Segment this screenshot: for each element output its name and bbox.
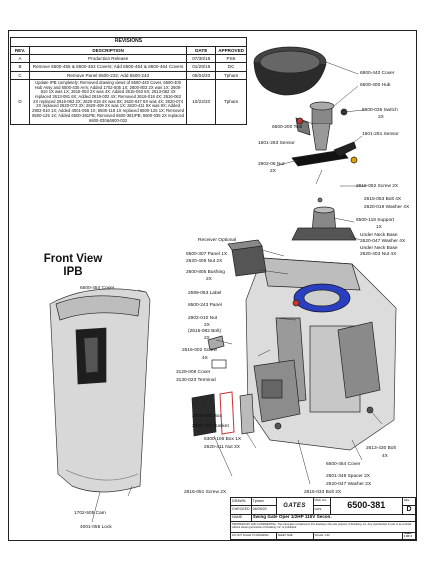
checked-label: CHECKED (230, 505, 252, 515)
part-label: 4X (202, 356, 208, 361)
part-label: 2620-019 Washer 4X (364, 205, 410, 210)
part-label: 1702-505 Cam (74, 511, 106, 516)
revisions-table: REVISIONS REV. DESCRIPTION DATE APPROVED… (10, 37, 247, 126)
part-label: 6600-035 Switch (362, 108, 398, 113)
receiver-part (227, 239, 267, 277)
part-label: Under Neck Base (360, 233, 398, 238)
sensor-bar-part (291, 141, 358, 167)
desc-cell: Remove Panel 6500-232; Add 6500-243 (28, 70, 188, 80)
part-label: 2616-002 Screw (182, 348, 217, 353)
revision-row: C Remove Panel 6500-232; Add 6500-243 05… (10, 70, 247, 80)
part-label: 2X (270, 169, 276, 174)
part-label: 2600-528 Box (192, 414, 222, 419)
revision-letter: D (402, 505, 416, 515)
part-label: 4001-055 Lock (80, 525, 112, 530)
title-block: DRAWN Tpham GATES DWG. NO. 6500-381 REV.… (230, 496, 417, 541)
part-label: 3130-023 Terminal (176, 378, 216, 383)
part-label: (2615-082 Bolt) (188, 329, 222, 334)
part-label: 2X (206, 277, 212, 282)
part-label: 2615-033 Bolt 2X (304, 490, 342, 495)
part-label: 2616-051 Screw 2X (184, 490, 227, 495)
part-label: 1601-263 Sensor (258, 141, 295, 146)
approved-cell: Tpham (215, 70, 247, 80)
approved-cell: Tpham (215, 78, 247, 126)
part-label: 1X (376, 225, 382, 230)
revision-row: D Update IPB completely: Removed drawing… (10, 78, 247, 126)
part-label: 6500-464 Cover (326, 462, 361, 467)
part-label: 2616-062 Screw 2X (356, 184, 399, 189)
part-label: 2620-047 Washer 4X (360, 239, 406, 244)
part-label: 2902-06 Nut (258, 162, 285, 167)
dwg-no-label: DWG. NO. (312, 496, 331, 507)
name-label: NAME (230, 513, 252, 522)
part-label: 2620-047 Washer 2X (326, 482, 372, 487)
part-label: 6500-454 Cover (80, 286, 115, 291)
part-label: 1601-261 Sensor (362, 132, 399, 137)
part-label: 2X (378, 115, 384, 120)
part-label: 6500-200 Tool (272, 125, 303, 130)
date-label: DATE (312, 505, 331, 515)
hub-part (295, 101, 348, 151)
part-label: 2613-430 Bolt (366, 446, 396, 451)
part-label: 2600-731 Gasket (192, 424, 229, 429)
drawing-number: 6500-381 (329, 497, 404, 515)
part-label: Under Neck Base (360, 246, 398, 251)
part-label: 2620-411 Nut 3X (204, 445, 240, 450)
view-title: Front View IPB (43, 253, 103, 278)
support-base-part (291, 197, 357, 241)
part-label: 6500-307 Panel 1X (186, 252, 228, 257)
bracket-part (253, 359, 301, 423)
part-label: 2600-805 Bushing (186, 270, 225, 275)
top-cover-part (253, 46, 327, 96)
rev-label: REV. (402, 496, 416, 507)
part-label: 4X (382, 454, 388, 459)
part-label: 2601-348 Spacer 2X (326, 474, 371, 479)
part-label: 6500-400 Hub (360, 83, 391, 88)
part-label: 2599-063 Label (188, 291, 222, 296)
drawing-name: Swing Gate Oper 1/2HP 115V Secon. (250, 513, 417, 522)
drawn-label: DRAWN (230, 496, 252, 507)
part-label: 2615-053 Bolt 4X (364, 197, 402, 202)
part-label: 2620-403 Nut 4X (360, 252, 397, 257)
drawn-by: Tpham (250, 496, 277, 507)
part-label: 2X (204, 323, 210, 328)
part-label: 6500-440 Cover (360, 71, 395, 76)
leader-lines (91, 61, 383, 523)
part-label: 6500-118 Support (356, 218, 395, 223)
part-label: 2620-409 Nut 2X (186, 259, 223, 264)
sheet-size: SHEET SIZE (275, 531, 314, 541)
sheet-number: SHEET 1 OF 3 (402, 531, 416, 541)
front-cover-part (49, 288, 151, 493)
date-value: 06/09/20 (250, 505, 277, 515)
part-label: 6500-243 Panel (188, 303, 222, 308)
part-label: Receiver Optional (198, 238, 237, 243)
proprietary-notice: PROPRIETARY AND CONFIDENTIAL: The inform… (230, 520, 416, 533)
company-logo: GATES (275, 497, 314, 515)
part-label: 3129-008 Cover (176, 370, 211, 375)
desc-cell: Update IPB completely: Removed drawing v… (28, 78, 188, 126)
date-cell: 05/04/20 (186, 70, 217, 80)
terminal-part (207, 335, 227, 369)
part-label: 2902-010 Nut (188, 316, 218, 321)
no-scale-note: DO NOT SCALE TO DRAWING (230, 531, 277, 541)
main-housing-part (245, 257, 397, 451)
part-label: 6300-106 Box 1X (204, 437, 242, 442)
electrical-box-part (191, 391, 255, 437)
part-label: 2X (204, 336, 210, 341)
scale: SCALE: 1:00 (312, 531, 404, 541)
date-cell: 10/22/20 (186, 78, 217, 126)
